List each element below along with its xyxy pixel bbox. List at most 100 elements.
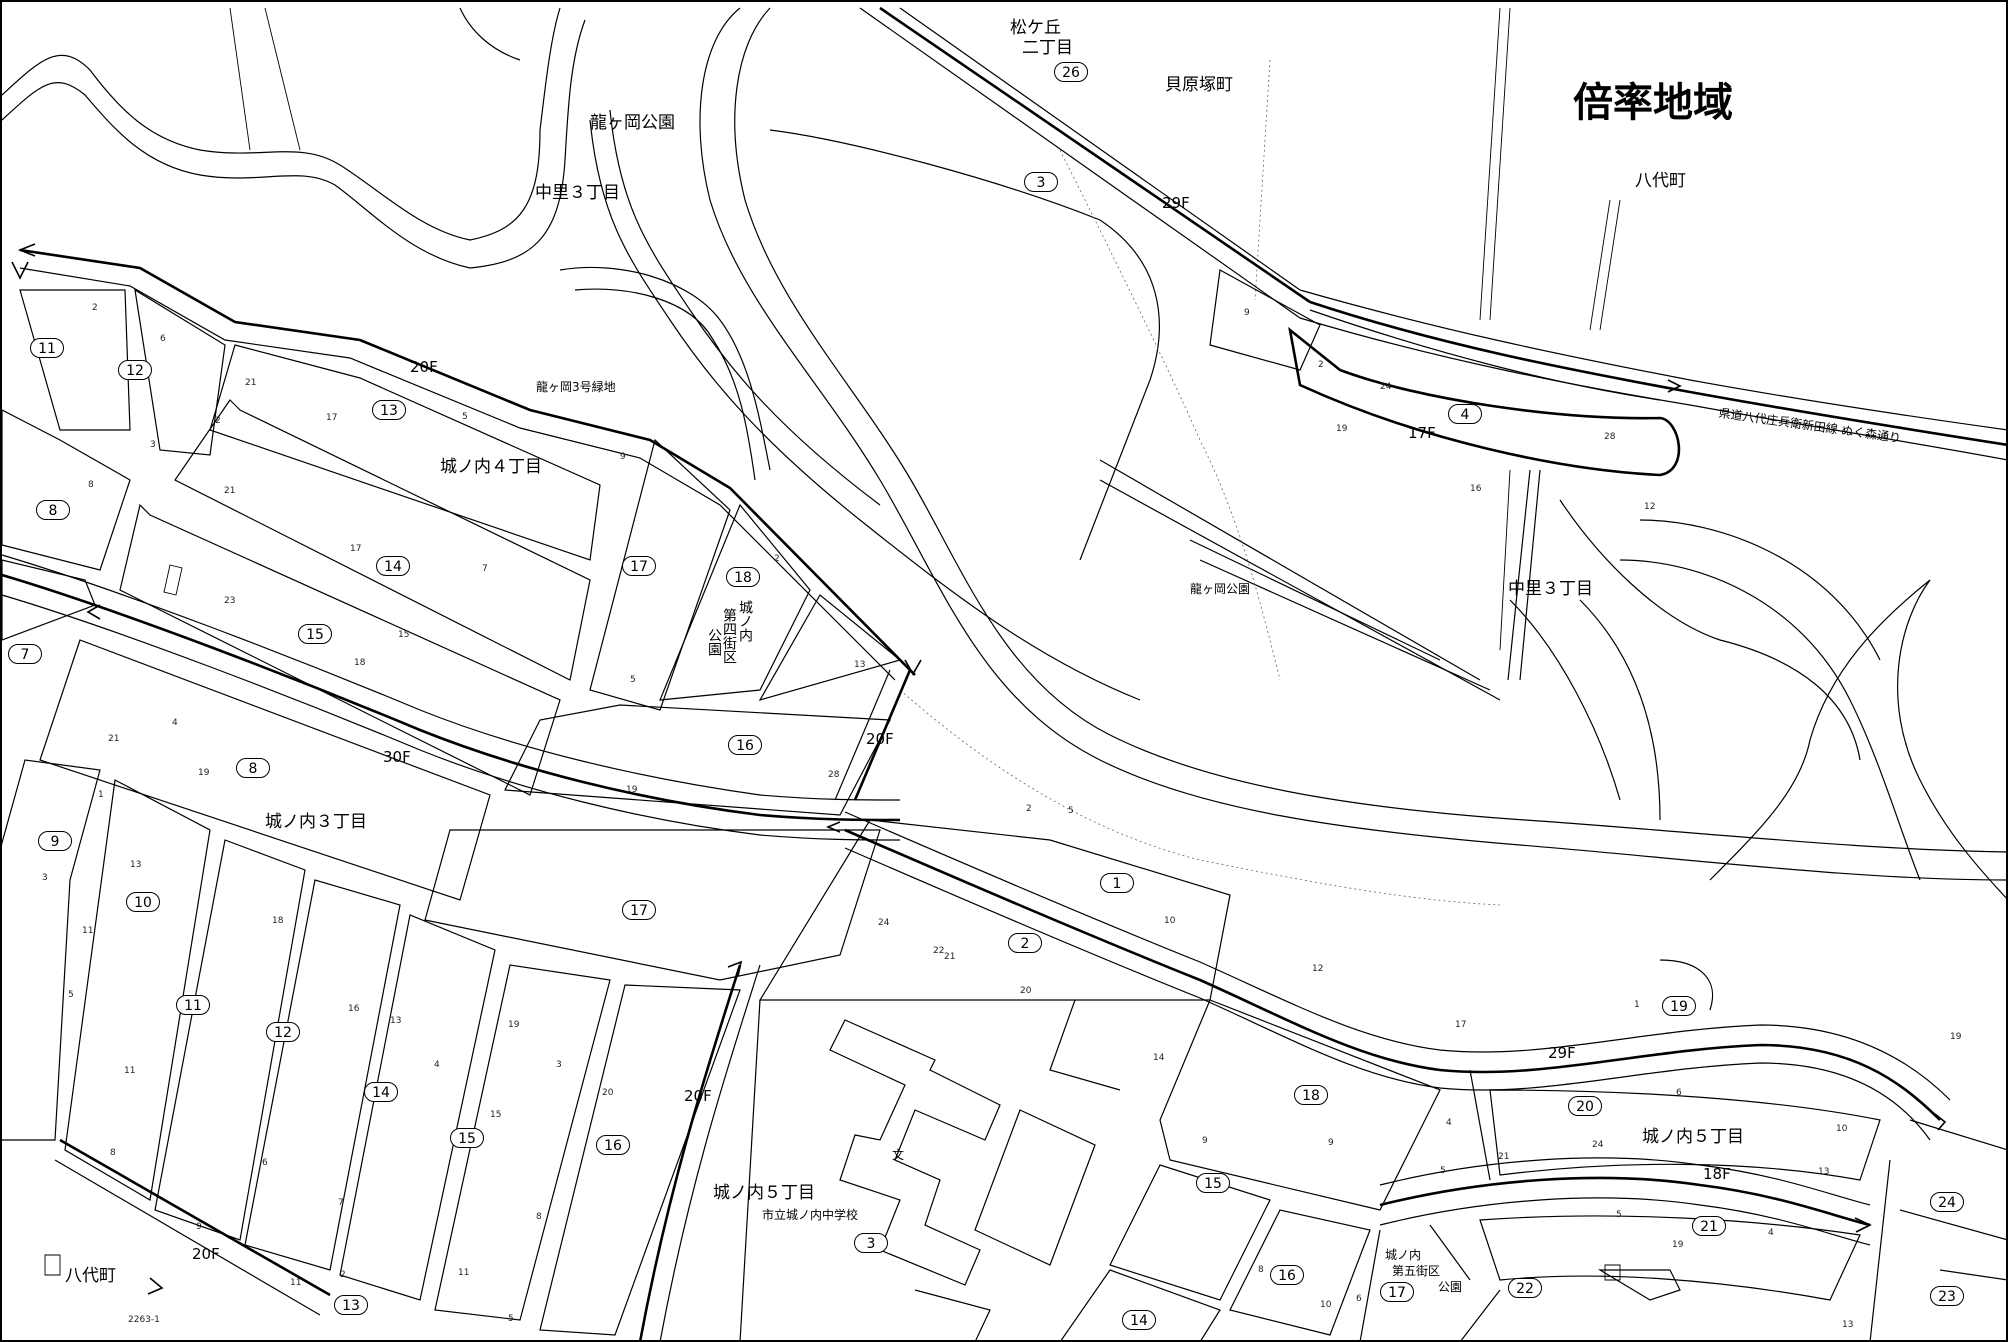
- park4-label-b: 第四街区: [721, 608, 737, 664]
- block-number-badge[interactable]: 1: [1100, 873, 1134, 893]
- school-name: 市立城ノ内中学校: [762, 1208, 859, 1222]
- block-number-badge[interactable]: 26: [1054, 62, 1088, 82]
- lot-number: 4: [434, 1060, 440, 1070]
- block-number-badge[interactable]: 14: [376, 556, 410, 576]
- lot-number: 2: [1318, 360, 1324, 370]
- route-label: 18F: [1703, 1165, 1731, 1183]
- block-number-badge[interactable]: 16: [596, 1135, 630, 1155]
- lot-number: 9: [620, 452, 626, 462]
- block-number-badge[interactable]: 22: [1508, 1278, 1542, 1298]
- lot-number: 17: [1455, 1020, 1467, 1030]
- place-label: 城ノ内５丁目: [713, 1183, 815, 1203]
- lot-number: 23: [224, 596, 236, 606]
- block-number-badge[interactable]: 17: [622, 900, 656, 920]
- block-number-badge[interactable]: 3: [1024, 172, 1058, 192]
- lot-number: 19: [626, 785, 638, 795]
- block-number-badge[interactable]: 17: [622, 556, 656, 576]
- lot-number: 4: [172, 718, 178, 728]
- place-label: 中里３丁目: [1508, 579, 1593, 599]
- park4-label-c: 公園: [706, 628, 722, 656]
- lot-number: 20: [602, 1088, 614, 1098]
- lot-number: 5: [1440, 1166, 1446, 1176]
- lot-number: 8: [88, 480, 94, 490]
- lot-number: 11: [458, 1268, 470, 1278]
- place-label: 八代町: [65, 1266, 116, 1286]
- lot-number: 6: [262, 1158, 268, 1168]
- block-number-badge[interactable]: 7: [8, 644, 42, 664]
- block-number-badge[interactable]: 15: [450, 1128, 484, 1148]
- block-number-badge[interactable]: 24: [1930, 1192, 1964, 1212]
- place-label: 龍ヶ岡3号緑地: [536, 380, 616, 394]
- lot-number: 13: [854, 660, 866, 670]
- place-label: 城ノ内４丁目: [440, 457, 542, 477]
- park-road-a: [559, 266, 771, 471]
- block-number-badge[interactable]: 14: [1122, 1310, 1156, 1330]
- block-number-badge[interactable]: 15: [298, 624, 332, 644]
- block-number-badge[interactable]: 3: [854, 1233, 888, 1253]
- block-number-badge[interactable]: 15: [1196, 1173, 1230, 1193]
- lot-number: 15: [490, 1110, 502, 1120]
- block-number-badge[interactable]: 13: [334, 1295, 368, 1315]
- lot-number: 19: [1950, 1032, 1962, 1042]
- lot-number: 19: [508, 1020, 520, 1030]
- block-number-badge[interactable]: 18: [726, 567, 760, 587]
- lot-number: 8: [1258, 1265, 1264, 1275]
- block-number-badge[interactable]: 8: [36, 500, 70, 520]
- block-number-badge[interactable]: 13: [372, 400, 406, 420]
- lot-number: 16: [348, 1004, 360, 1014]
- lot-number: 24: [1380, 382, 1392, 392]
- place-label: 貝原塚町: [1165, 75, 1233, 95]
- lot-number: 17: [326, 413, 338, 423]
- block-number-badge[interactable]: 4: [1448, 404, 1482, 424]
- lot-number: 11: [82, 926, 94, 936]
- block-number-badge[interactable]: 21: [1692, 1216, 1726, 1236]
- block-number-badge[interactable]: 19: [1662, 996, 1696, 1016]
- block-number-badge[interactable]: 2: [1008, 933, 1042, 953]
- block-number-badge[interactable]: 10: [126, 892, 160, 912]
- lot-number: 10: [1836, 1124, 1848, 1134]
- lot-number: 7: [338, 1198, 344, 1208]
- school-symbol: 文: [892, 1148, 905, 1162]
- block-number-badge[interactable]: 8: [236, 758, 270, 778]
- block-number-badge[interactable]: 12: [118, 360, 152, 380]
- lot-number: 17: [350, 544, 362, 554]
- block-number-badge[interactable]: 12: [266, 1022, 300, 1042]
- sheet-code: 2263-1: [128, 1315, 160, 1325]
- place-label: 龍ヶ岡公園: [1190, 582, 1251, 596]
- lot-number: 12: [1644, 502, 1656, 512]
- lot-number: 9: [196, 1222, 202, 1232]
- lot-number: 22: [933, 946, 945, 956]
- block-number-badge[interactable]: 14: [364, 1082, 398, 1102]
- block-number-badge[interactable]: 11: [176, 995, 210, 1015]
- block-number-badge[interactable]: 9: [38, 831, 72, 851]
- place-label: 中里３丁目: [535, 183, 620, 203]
- route-label: 20F: [192, 1245, 220, 1263]
- block-number-badge[interactable]: 16: [728, 735, 762, 755]
- block-number-badge[interactable]: 17: [1380, 1282, 1414, 1302]
- lot-number: 13: [1842, 1320, 1854, 1330]
- region-label: 倍率地域: [1573, 80, 1733, 126]
- lot-number: 13: [1818, 1167, 1830, 1177]
- block-number-badge[interactable]: 18: [1294, 1085, 1328, 1105]
- route-label: 20F: [410, 358, 438, 376]
- lot-number: 2: [340, 1270, 346, 1280]
- lot-number: 20: [1020, 986, 1032, 996]
- lot-number: 5: [630, 675, 636, 685]
- lot-number: 2: [774, 554, 780, 564]
- lot-number: 21: [224, 486, 236, 496]
- place-label: 城ノ内５丁目: [1642, 1127, 1744, 1147]
- park5-label-b: 第五街区: [1392, 1264, 1441, 1278]
- block-number-badge[interactable]: 16: [1270, 1265, 1304, 1285]
- block-number-badge[interactable]: 20: [1568, 1096, 1602, 1116]
- lot-number: 24: [878, 918, 890, 928]
- lot-number: 5: [508, 1314, 514, 1324]
- road-20f-school: [638, 964, 742, 1342]
- lot-number: 21: [944, 952, 956, 962]
- road-20f-bottom: [59, 1138, 331, 1297]
- block-number-badge[interactable]: 11: [30, 338, 64, 358]
- lot-number: 18: [272, 916, 284, 926]
- lot-number: 28: [828, 770, 840, 780]
- block-number-badge[interactable]: 23: [1930, 1286, 1964, 1306]
